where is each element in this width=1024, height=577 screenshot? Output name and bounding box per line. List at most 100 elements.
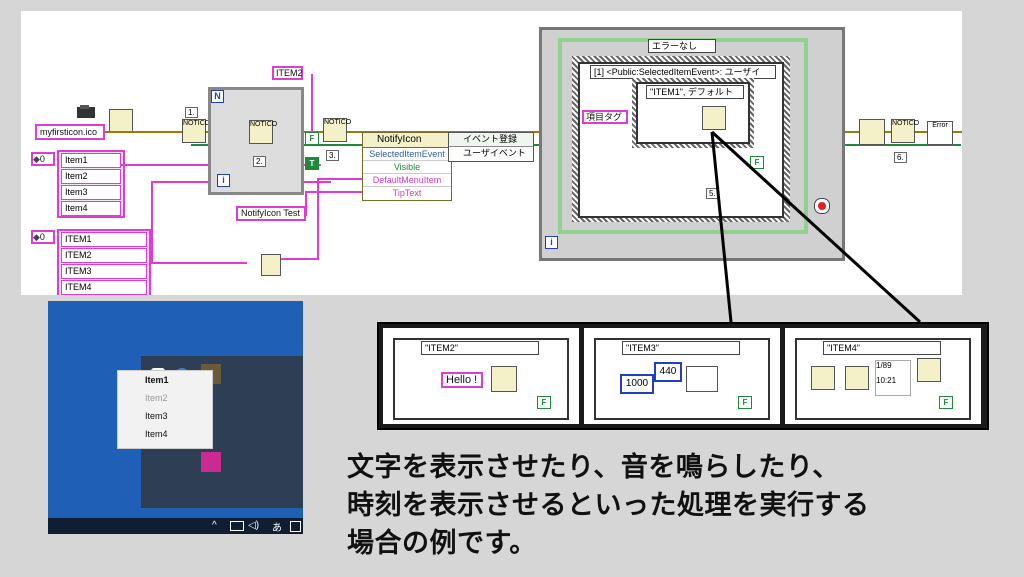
loop-iteration-terminal: i <box>217 174 230 187</box>
register-events-title: イベント登録 <box>449 133 533 147</box>
duration-constant: 1000 <box>620 374 654 394</box>
stop-terminal <box>814 198 830 214</box>
menu-item-2[interactable]: Item2 <box>145 393 168 403</box>
case-selector-item4[interactable]: "ITEM4" <box>823 341 941 355</box>
tray-context-menu: Item1 Item2 Item3 Item4 <box>117 370 213 449</box>
array1-cell: Item2 <box>61 169 121 184</box>
case-item3: "ITEM3" 1000 440 F <box>594 338 770 420</box>
property-node-title: NotifyIcon <box>363 133 451 148</box>
register-events-node: イベント登録 ユーザイベント <box>448 132 534 162</box>
inner-case-selector[interactable]: "ITEM1", デフォルト <box>646 85 744 99</box>
case-panel-item3: "ITEM3" 1000 440 F <box>584 328 780 424</box>
loop-count-terminal: N <box>211 90 224 103</box>
error-case-selector[interactable]: エラーなし <box>648 39 716 53</box>
seq-6-label: 6. <box>894 152 907 163</box>
register-events-input: ユーザイベント <box>463 148 526 158</box>
property-visible: Visible <box>363 161 451 174</box>
seq-1-label: 1. <box>185 107 198 118</box>
icon-path-constant: myfirsticon.ico <box>35 124 105 140</box>
case-panel-item2: "ITEM2" Hello ! F <box>383 328 579 424</box>
array2-cell: ITEM1 <box>61 232 147 247</box>
while-loop: エラーなし [1] <Public:SelectedItemEvent>: ユー… <box>539 27 845 261</box>
chevron-up-icon[interactable]: ^ <box>212 520 217 531</box>
case-panel-item4: "ITEM4" 1/89 10:21 F <box>785 328 981 424</box>
zoomed-cases: "ITEM2" Hello ! F "ITEM3" 1000 440 F "IT… <box>377 322 989 430</box>
true-constant: T <box>305 157 319 170</box>
dialog-node <box>702 106 726 130</box>
item2-constant: ITEM2 <box>272 66 303 80</box>
notico-node-2: NOTICO <box>249 120 277 144</box>
seq-3-label: 3. <box>326 150 339 161</box>
case-selector-item3[interactable]: "ITEM3" <box>622 341 740 355</box>
caption-line-2: 時刻を表示させるといった処理を実行する <box>347 490 870 520</box>
array2-cell: ITEM3 <box>61 264 147 279</box>
for-loop: N i NOTICO 2. <box>208 87 304 195</box>
beep-node <box>686 366 718 392</box>
array2-cell: ITEM2 <box>61 248 147 263</box>
event-case-selector[interactable]: [1] <Public:SelectedItemEvent>: ユーザイ <box>590 65 776 79</box>
array2-index-value: 0 <box>39 232 45 242</box>
array1-cell: Item4 <box>61 201 121 216</box>
event-structure: エラーなし [1] <Public:SelectedItemEvent>: ユー… <box>558 38 808 234</box>
tray-app-icon[interactable] <box>201 452 221 472</box>
hello-string-constant: Hello ! <box>441 372 483 388</box>
speaker-icon[interactable]: ◁) <box>248 520 260 531</box>
close-node <box>859 119 885 145</box>
notico-node-1: NOTICO <box>182 119 210 143</box>
array2-cell: ITEM4 <box>61 280 147 295</box>
property-tip-text: TipText <box>392 188 422 198</box>
callout-lines <box>710 130 922 324</box>
false-constant: F <box>537 396 551 409</box>
false-constant: F <box>939 396 953 409</box>
time-label: 10:21 <box>876 376 897 385</box>
simple-error-handler: Error <box>927 121 953 145</box>
true-false-constant: F <box>305 132 319 145</box>
notification-icon[interactable] <box>290 521 301 532</box>
property-selected-item-event: SelectedItemEvent <box>363 148 451 161</box>
array-constant-1: Item1 Item2 Item3 Item4 <box>57 150 125 218</box>
array1-index: ◆0 <box>31 152 55 166</box>
menu-item-1[interactable]: Item1 <box>145 375 169 385</box>
network-icon[interactable] <box>230 521 244 531</box>
taskbar: ^ ◁) あ <box>48 518 303 534</box>
case-item2: "ITEM2" Hello ! F <box>393 338 569 420</box>
desktop-screenshot: Item1 Item2 Item3 Item4 ^ ◁) あ <box>48 301 303 534</box>
item-tag-terminal: 項目タグ <box>582 110 628 124</box>
notico-node-3: NOTICO <box>323 118 351 142</box>
inner-case-border: "ITEM1", デフォルト <box>632 78 754 148</box>
false-constant: F <box>738 396 752 409</box>
format-date-node <box>845 366 869 390</box>
block-diagram: myfirsticon.ico ◆0 Item1 Item2 Item3 Ite… <box>21 11 962 295</box>
file-icon <box>76 105 98 119</box>
caption-line-3: 場合の例です。 <box>347 528 537 558</box>
ime-indicator[interactable]: あ <box>272 523 282 534</box>
inner-case: "ITEM1", デフォルト <box>636 82 750 144</box>
case-item4: "ITEM4" 1/89 10:21 F <box>795 338 971 420</box>
menu-item-3[interactable]: Item3 <box>145 411 168 421</box>
notico-node-6: NOTICO <box>891 119 919 143</box>
event-frame-border: [1] <Public:SelectedItemEvent>: ユーザイ "IT… <box>572 56 790 222</box>
get-time-node <box>811 366 835 390</box>
index-array-node <box>261 254 281 276</box>
menu-item-4[interactable]: Item4 <box>145 429 168 439</box>
seq-2-label: 2. <box>253 156 266 167</box>
date-time-string: 1/89 10:21 <box>875 360 911 396</box>
message-dialog-node <box>917 358 941 382</box>
while-iteration-terminal: i <box>545 236 558 249</box>
event-case: [1] <Public:SelectedItemEvent>: ユーザイ "IT… <box>578 62 784 218</box>
message-dialog-node <box>491 366 517 392</box>
array1-cell: Item1 <box>61 153 121 168</box>
array1-cell: Item3 <box>61 185 121 200</box>
loop-stop-constant: F <box>750 156 764 169</box>
property-default-menu-item: DefaultMenuItem <box>363 174 451 187</box>
frequency-constant: 440 <box>654 362 682 382</box>
array-constant-2: ITEM1 ITEM2 ITEM3 ITEM4 <box>57 229 151 295</box>
array2-index: ◆0 <box>31 230 55 244</box>
build-path-node <box>109 109 133 133</box>
array1-index-value: 0 <box>39 154 45 164</box>
case-selector-item2[interactable]: "ITEM2" <box>421 341 539 355</box>
caption-line-1: 文字を表示させたり、音を鳴らしたり、 <box>347 452 840 482</box>
tip-text-constant: NotifyIcon Test <box>236 206 306 221</box>
notifyicon-property-node: NotifyIcon SelectedItemEvent Visible Def… <box>362 132 452 201</box>
date-label: 1/89 <box>876 361 892 370</box>
